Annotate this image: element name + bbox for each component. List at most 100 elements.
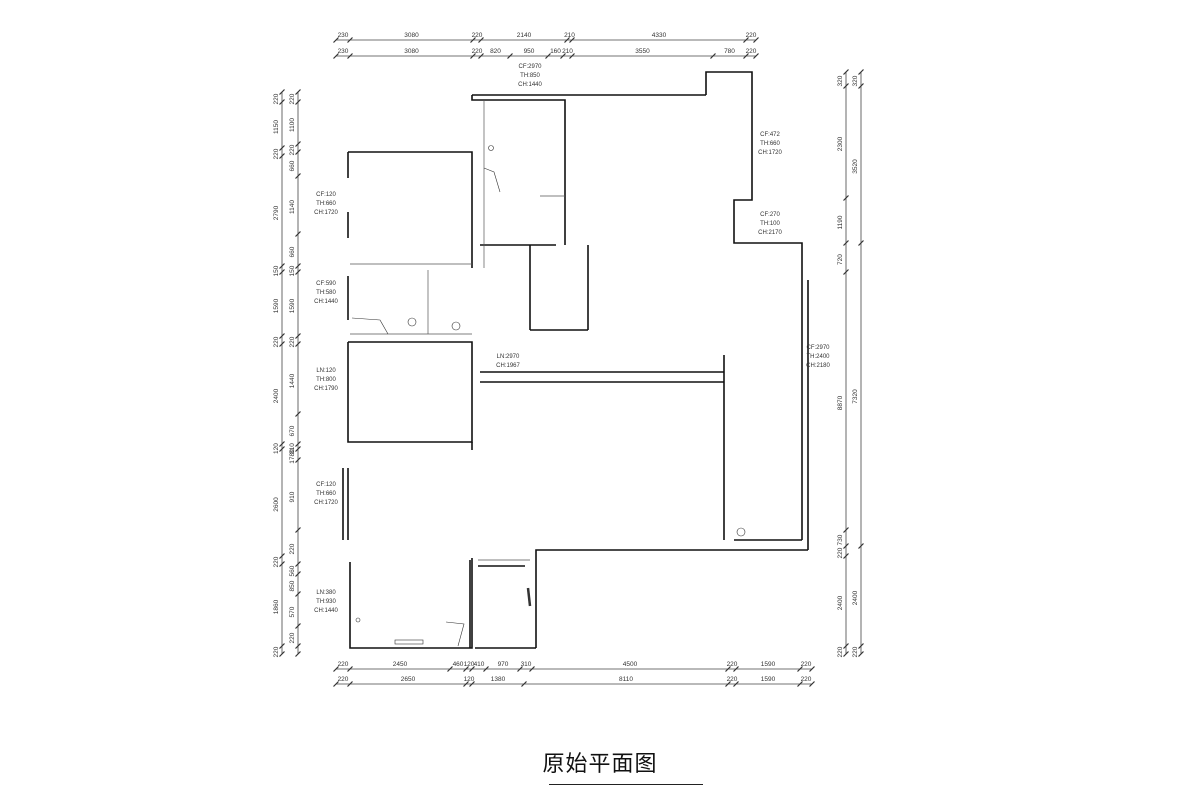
dim-label: 1150	[273, 120, 280, 134]
dim-tick	[295, 269, 301, 275]
room-note: CH:1440	[314, 608, 338, 614]
room-note: CF:270	[760, 212, 780, 218]
room-note: TH:580	[316, 290, 336, 296]
room-note: CH:1720	[314, 210, 338, 216]
room-note: CF:2970	[518, 64, 542, 70]
dim-tick	[797, 681, 803, 687]
dim-tick	[483, 666, 489, 672]
dim-tick	[295, 99, 301, 105]
dim-tick	[295, 411, 301, 417]
dim-tick	[279, 651, 285, 657]
dim-label: 780	[724, 48, 735, 55]
dim-tick	[560, 53, 566, 59]
room-note: TH:660	[760, 141, 780, 147]
drawing-title: 原始平面图	[542, 752, 658, 777]
dim-label: 1590	[289, 298, 296, 313]
dim-label: 150	[273, 265, 280, 276]
dim-tick	[858, 643, 864, 649]
dim-label: 3550	[635, 48, 650, 55]
dim-tick	[858, 240, 864, 246]
dim-label: 150	[289, 265, 296, 276]
dim-tick	[279, 153, 285, 159]
dim-tick	[333, 37, 339, 43]
dim-tick	[279, 441, 285, 447]
dim-tick	[279, 269, 285, 275]
dim-tick	[279, 446, 285, 452]
dim-tick	[279, 553, 285, 559]
dim-tick	[347, 53, 353, 59]
dim-label: 910	[289, 491, 296, 502]
dim-label: 220	[289, 144, 296, 155]
dim-label: 120	[273, 443, 280, 454]
dim-label: 7320	[852, 389, 859, 404]
dim-tick	[743, 37, 749, 43]
dim-tick	[470, 37, 476, 43]
dim-tick	[447, 666, 453, 672]
dim-label: 220	[837, 547, 844, 558]
dim-tick	[333, 53, 339, 59]
dim-tick	[545, 53, 551, 59]
dim-label: 220	[338, 676, 349, 683]
dim-tick	[569, 37, 575, 43]
dim-label: 320	[852, 75, 859, 86]
dim-label: 220	[289, 632, 296, 643]
walls	[342, 71, 809, 649]
fixtures	[351, 145, 746, 647]
dim-label: 2140	[517, 32, 532, 39]
dim-label: 720	[837, 254, 844, 265]
room-note: CF:120	[316, 192, 336, 198]
dim-tick	[333, 666, 339, 672]
dim-label: 4500	[623, 661, 638, 668]
room-note: CH:1440	[314, 299, 338, 305]
dim-label: 160	[550, 48, 561, 55]
dim-label: 1140	[289, 200, 296, 214]
dim-label: 220	[273, 93, 280, 104]
dim-label: 220	[273, 148, 280, 159]
room-note: TH:850	[520, 73, 540, 79]
dim-label: 570	[289, 606, 296, 617]
dim-tick	[569, 53, 575, 59]
dim-tick	[843, 651, 849, 657]
dim-label: 230	[338, 32, 349, 39]
dim-label: 220	[801, 676, 812, 683]
dim-tick	[295, 623, 301, 629]
dimension-lines	[281, 39, 862, 685]
dim-label: 2400	[273, 388, 280, 403]
dim-label: 730	[837, 534, 844, 545]
dim-label: 670	[289, 425, 296, 436]
dim-tick	[809, 666, 815, 672]
dim-tick	[295, 231, 301, 237]
dim-label: 1190	[837, 215, 844, 229]
dim-tick	[743, 53, 749, 59]
dim-tick	[295, 441, 301, 447]
dim-tick	[725, 681, 731, 687]
dim-label: 220	[273, 556, 280, 567]
thin-walls	[350, 100, 565, 561]
dim-tick	[843, 527, 849, 533]
dim-tick	[843, 543, 849, 549]
dim-tick	[478, 37, 484, 43]
dim-tick	[347, 666, 353, 672]
dim-label: 210	[562, 48, 573, 55]
room-note: TH:930	[316, 599, 336, 605]
dim-tick	[753, 37, 759, 43]
dim-tick	[858, 69, 864, 75]
dim-tick	[843, 69, 849, 75]
dim-tick	[295, 149, 301, 155]
room-note: CH:1440	[518, 82, 542, 88]
dim-tick	[295, 571, 301, 577]
dim-tick	[469, 666, 475, 672]
dim-label: 310	[521, 661, 532, 668]
room-notes: CF:2970TH:850CH:1440CF:120TH:660CH:1720C…	[314, 64, 830, 614]
dim-tick	[725, 666, 731, 672]
dim-label: 460	[453, 661, 464, 668]
dim-tick	[295, 591, 301, 597]
dim-tick	[295, 651, 301, 657]
dim-label: 1860	[273, 599, 280, 614]
dim-label: 220	[837, 646, 844, 657]
dim-label: 2600	[273, 497, 280, 512]
room-note: CH:1790	[314, 386, 338, 392]
room-note: CH:1967	[496, 363, 520, 369]
room-note: TH:800	[316, 377, 336, 383]
